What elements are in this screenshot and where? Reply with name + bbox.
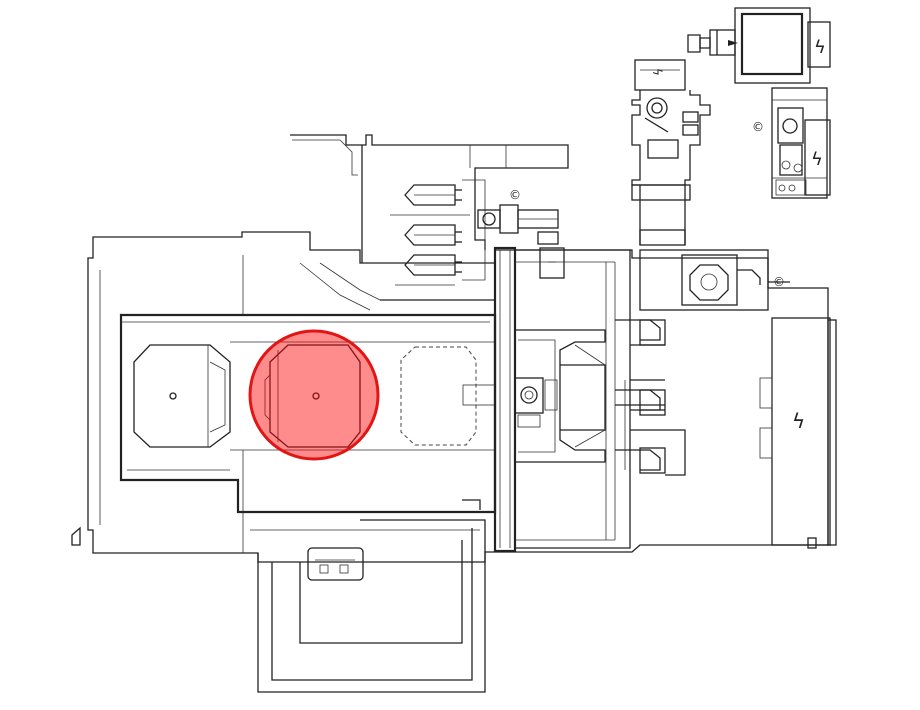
- clamp-group: [615, 319, 686, 476]
- lightning-bolt-icon: ϟ: [792, 409, 805, 433]
- electronics-rack: [771, 87, 831, 199]
- valve-2: [404, 224, 462, 246]
- hydraulic-tower: [631, 59, 711, 246]
- lightning-bolt-icon: ϟ: [814, 37, 826, 58]
- handle-left: [71, 526, 81, 546]
- pallet-left: [133, 344, 231, 448]
- highlight-circle-marker: [248, 329, 380, 461]
- valve-group: [390, 179, 486, 286]
- electrical-cabinet: [759, 317, 837, 549]
- machine-base-outline: [87, 231, 829, 563]
- lightning-bolt-icon: ϟ: [811, 149, 823, 170]
- operator-monitor: [687, 7, 831, 84]
- filter-unit: [639, 249, 790, 311]
- spindle-head: [514, 329, 606, 463]
- lightning-bolt-icon: ϟ: [650, 68, 664, 76]
- copyright-mark-icon: ©: [509, 188, 521, 202]
- copyright-mark-icon: ©: [773, 275, 785, 289]
- valve-1: [404, 184, 462, 206]
- valve-3: [404, 254, 462, 276]
- coupling-motor: [477, 204, 565, 279]
- pallet-center: [264, 344, 361, 448]
- machine-column: [493, 246, 631, 553]
- pendant-rail-bottom: [257, 499, 486, 693]
- top-auxiliary-unit: [290, 134, 569, 301]
- pallet-dashed: [400, 346, 496, 446]
- copyright-mark-icon: ©: [752, 120, 764, 134]
